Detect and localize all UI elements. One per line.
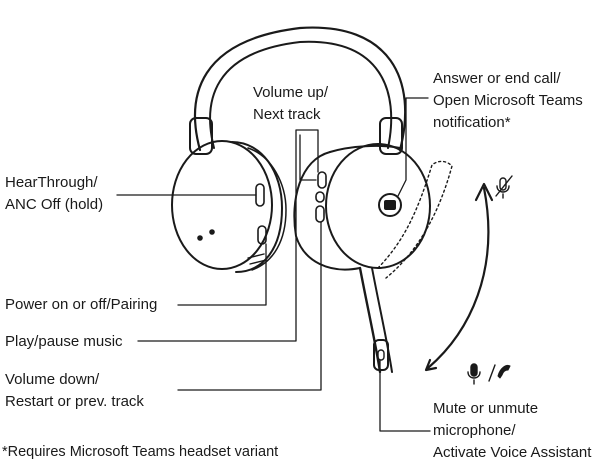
rotate-arrow-icon <box>426 186 490 370</box>
leader-lines <box>116 97 431 432</box>
footnote: *Requires Microsoft Teams headset varian… <box>2 444 279 460</box>
label-volume-up-line-2: Next track <box>253 106 321 123</box>
label-hearthrough: HearThrough/ ANC Off (hold) <box>5 172 103 216</box>
label-answer-call-line-2: Open Microsoft Teams <box>433 92 583 109</box>
power-pairing-slider[interactable] <box>257 225 267 245</box>
mic-muted-icon <box>495 175 513 199</box>
label-volume-down: Volume down/ Restart or prev. track <box>5 369 144 413</box>
teams-logo-icon <box>384 200 396 210</box>
teams-button[interactable] <box>378 193 402 217</box>
label-mute-line-1: Mute or unmute <box>433 400 539 417</box>
label-volume-up: Volume up/ Next track <box>253 82 328 126</box>
mic-icon <box>467 363 481 385</box>
volume-up-button[interactable] <box>317 171 327 189</box>
volume-down-button[interactable] <box>315 205 325 223</box>
label-play-pause: Play/pause music <box>5 333 123 350</box>
boom-arm-up-outline <box>377 160 453 279</box>
phone-icon <box>497 365 511 379</box>
mute-boom-tip[interactable] <box>377 349 385 361</box>
label-volume-down-line-2: Restart or prev. track <box>5 393 144 410</box>
label-hearthrough-line-1: HearThrough/ <box>5 174 98 191</box>
label-volume-up-line-1: Volume up/ <box>253 84 329 101</box>
label-mute: Mute or unmute microphone/ Activate Voic… <box>433 398 591 464</box>
separator-slash <box>488 364 496 382</box>
label-mute-line-3: Activate Voice Assistant <box>433 444 592 461</box>
label-answer-call: Answer or end call/ Open Microsoft Teams… <box>433 68 583 134</box>
headband <box>189 26 407 155</box>
left-earcup <box>171 140 287 273</box>
label-volume-down-line-1: Volume down/ <box>5 371 100 388</box>
label-mute-line-2: microphone/ <box>433 422 516 439</box>
hearthrough-button[interactable] <box>255 183 265 207</box>
right-earcup <box>293 143 431 271</box>
label-answer-call-line-1: Answer or end call/ <box>433 70 561 87</box>
boom-arm <box>358 266 393 374</box>
label-answer-call-line-3: notification* <box>433 114 511 131</box>
label-power: Power on or off/Pairing <box>5 296 158 313</box>
label-hearthrough-line-2: ANC Off (hold) <box>5 196 104 213</box>
play-pause-button[interactable] <box>315 191 325 203</box>
